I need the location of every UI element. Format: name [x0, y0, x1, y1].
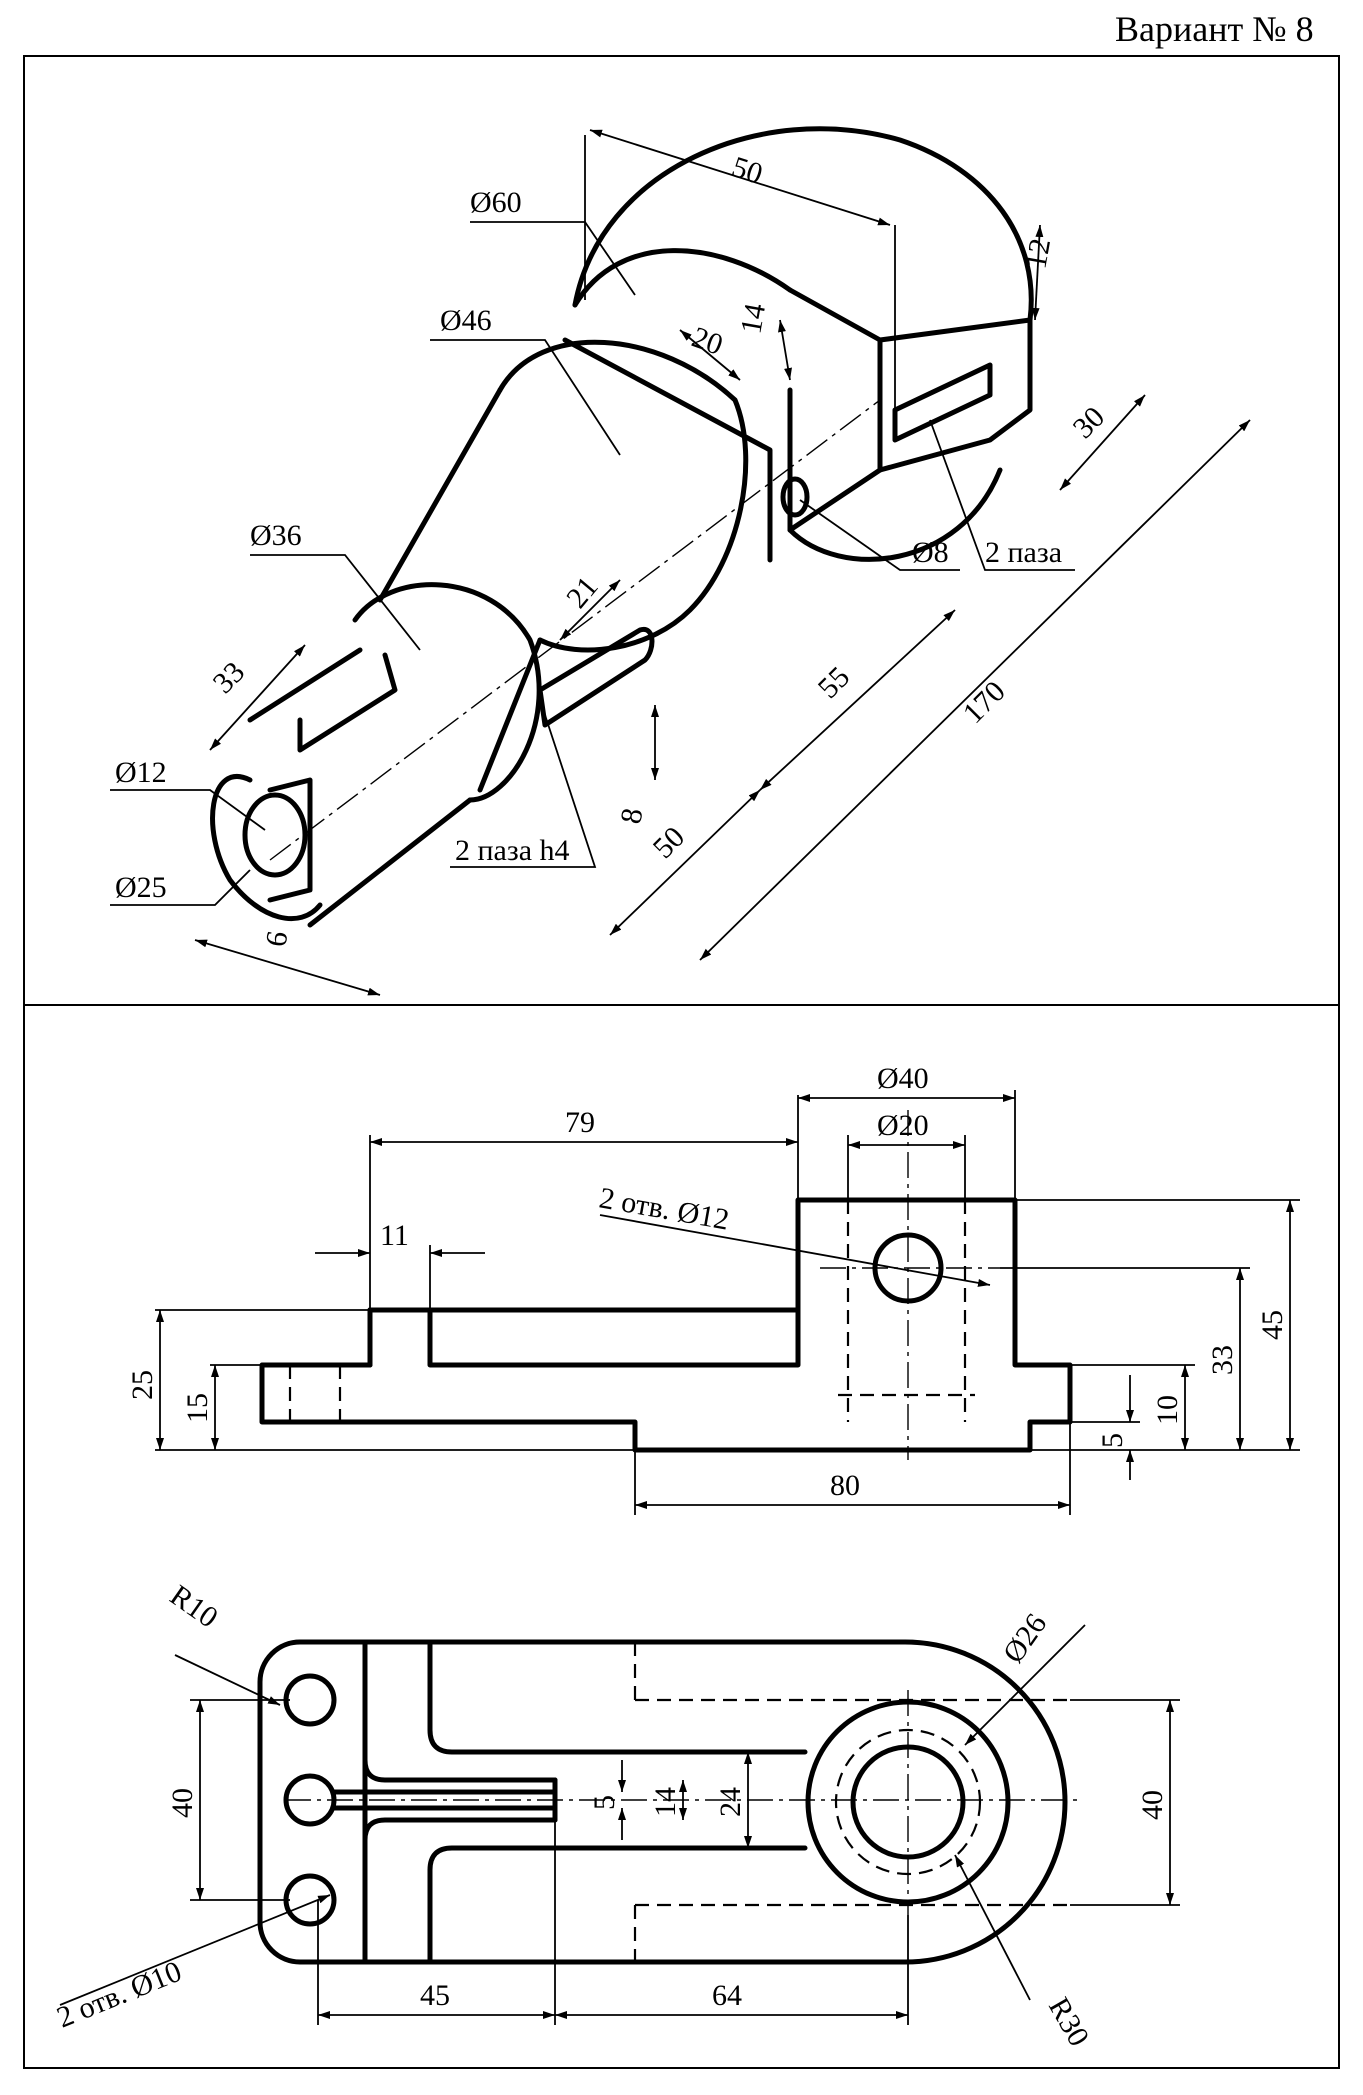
- label-30: 30: [1067, 400, 1112, 445]
- journal-end-keyway: [267, 777, 313, 903]
- label-45: 45: [420, 1979, 450, 2012]
- dim-line-20: [679, 329, 741, 381]
- flange-slot-1: [892, 362, 993, 443]
- shaft-upper-edge: [377, 387, 503, 603]
- dim-line-33: [209, 644, 306, 751]
- variant-title: Вариант № 8: [1115, 9, 1314, 49]
- label-45: 45: [1256, 1310, 1289, 1340]
- label-21: 21: [560, 570, 605, 614]
- front-view: [259, 1110, 1073, 1460]
- flange-slot-edges: [877, 317, 1033, 473]
- label-20: 20: [688, 321, 727, 362]
- shaft-lower-edge: [477, 637, 543, 793]
- hole-d8: [780, 476, 810, 518]
- label-5: 5: [588, 1795, 621, 1810]
- leader-d60: [470, 221, 636, 296]
- dim-line-21: [559, 579, 621, 641]
- leader-d46: [430, 339, 621, 456]
- label-40-right: 40: [1136, 1790, 1169, 1820]
- label-33: 33: [1206, 1345, 1239, 1375]
- label-14: 14: [649, 1787, 682, 1817]
- collar-d46-outline: [497, 339, 749, 653]
- label-2-slots: 2 паза: [985, 536, 1062, 569]
- dim-line-14: [778, 319, 792, 381]
- dim-line-55: [759, 609, 956, 791]
- dim-line-30: [1059, 394, 1146, 491]
- label-r30: R30: [1042, 1992, 1096, 2052]
- journal-slot: [297, 652, 398, 753]
- leader-holes-d12: [599, 1214, 991, 1287]
- label-holes-d10: 2 отв. Ø10: [52, 1955, 186, 2035]
- journal-lower-edge: [307, 797, 473, 928]
- leader-d25: [110, 869, 251, 906]
- label-64: 64: [712, 1979, 742, 2012]
- label-d40: Ø40: [877, 1062, 929, 1095]
- label-79: 79: [565, 1106, 595, 1139]
- label-55: 55: [812, 660, 857, 705]
- dim-line-170: [699, 419, 1251, 961]
- top-hole-1: [283, 1673, 337, 1727]
- top-rib-lower: [427, 1845, 808, 1965]
- label-d25: Ø25: [115, 871, 167, 904]
- label-5: 5: [1096, 1433, 1129, 1448]
- journal-bore-d12: [242, 792, 308, 878]
- top-hole-3: [283, 1873, 337, 1927]
- top-rib-upper: [427, 1639, 808, 1755]
- leader-2-slots: [929, 419, 1075, 571]
- label-14: 14: [734, 301, 772, 336]
- leader-2-slots-h4: [450, 714, 597, 868]
- label-12: 12: [1019, 236, 1057, 271]
- label-holes-d12: 2 отв. Ø12: [597, 1181, 732, 1236]
- dim-line-50-bottom: [609, 789, 761, 936]
- journal-end-face-outer: [210, 774, 323, 922]
- journal-upper-edge: [247, 647, 363, 723]
- label-33: 33: [207, 655, 252, 700]
- label-50-bottom: 50: [647, 820, 692, 865]
- leader-holes-d10: [59, 1894, 331, 2006]
- sheet-frame: [23, 55, 1340, 2069]
- isometric-view: [210, 126, 1034, 928]
- leader-d36: [250, 554, 421, 651]
- label-40-left: 40: [166, 1788, 199, 1818]
- leader-r10: [174, 1654, 281, 1706]
- dim-line-50-top: [589, 129, 891, 226]
- top-outline: [257, 1639, 1068, 1965]
- leader-r30: [954, 1854, 1031, 2001]
- label-25: 25: [126, 1370, 159, 1400]
- front-dimensions: [155, 1090, 1300, 1515]
- leader-d8: [799, 499, 960, 571]
- top-view: [257, 1639, 1080, 1965]
- label-10: 10: [1151, 1395, 1184, 1425]
- shaft-keyway: [537, 626, 655, 728]
- collar-flat-top: [562, 337, 773, 563]
- label-d12: Ø12: [115, 756, 167, 789]
- top-inner-upper: [362, 1757, 558, 1783]
- label-11: 11: [380, 1219, 409, 1252]
- leader-d12: [110, 789, 266, 831]
- label-80: 80: [830, 1469, 860, 1502]
- label-d36: Ø36: [250, 519, 302, 552]
- label-2-slots-h4: 2 паза h4: [455, 834, 570, 867]
- label-d26: Ø26: [997, 1608, 1054, 1669]
- label-d20: Ø20: [877, 1109, 929, 1142]
- label-6: 6: [259, 929, 294, 950]
- flange-front-arc: [572, 248, 793, 308]
- shaft-d36-step-arc: [352, 582, 542, 803]
- flange-outer-arc: [572, 126, 1034, 323]
- label-d60: Ø60: [470, 186, 522, 219]
- label-24: 24: [714, 1787, 747, 1817]
- label-170: 170: [957, 675, 1012, 730]
- label-d8: Ø8: [912, 536, 949, 569]
- leader-d26: [964, 1624, 1086, 1746]
- dim-line-6: [194, 939, 381, 996]
- isometric-dimensions: [110, 129, 1251, 996]
- top-dimensions: [59, 1624, 1180, 2025]
- label-8: 8: [614, 806, 649, 827]
- label-15: 15: [181, 1393, 214, 1423]
- top-inner-lower: [362, 1817, 558, 1843]
- dim-line-12: [1031, 224, 1044, 321]
- label-d46: Ø46: [440, 304, 492, 337]
- label-r10: R10: [164, 1579, 224, 1635]
